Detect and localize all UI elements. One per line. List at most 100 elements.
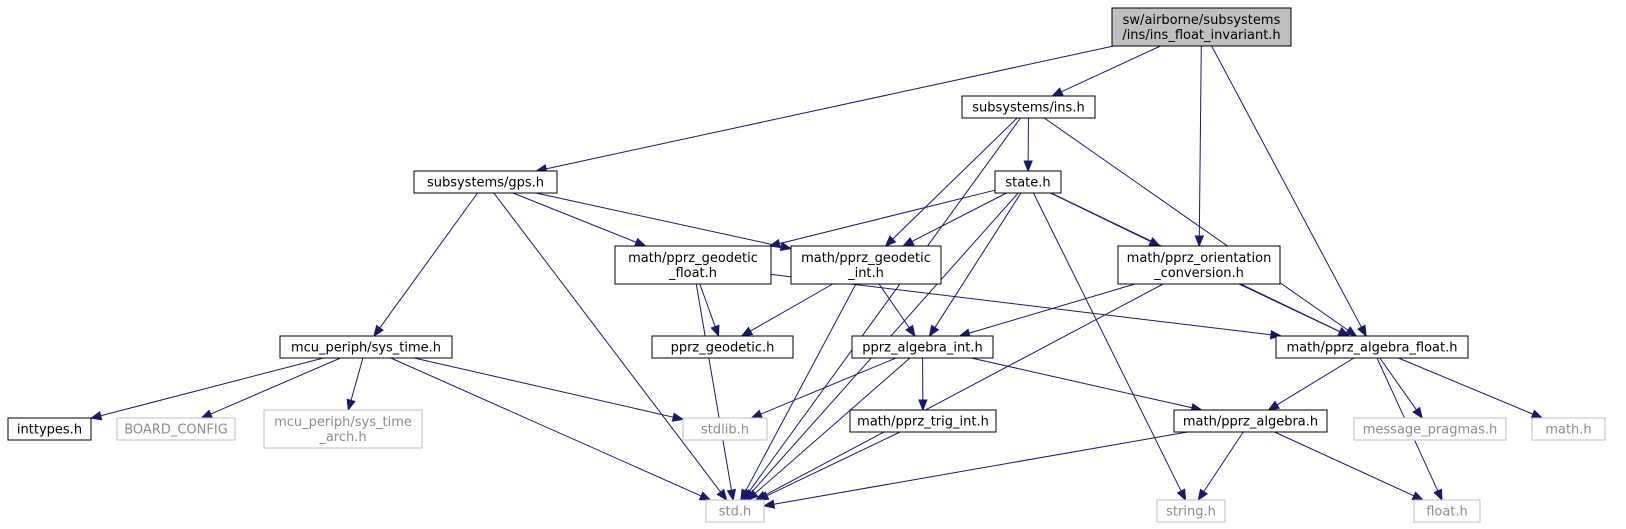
edge-sys-time-to-stdlib xyxy=(414,357,685,422)
node-orientation-conversion[interactable]: math/pprz_orientation_conversion.h xyxy=(1117,245,1281,285)
edge-algebra-int-to-stdlib xyxy=(750,357,897,419)
edge-root-to-subsystems-ins xyxy=(1051,45,1161,97)
edge-arrowhead xyxy=(373,324,384,338)
node-box xyxy=(413,170,558,194)
edge-line xyxy=(350,357,364,401)
edge-arrowhead xyxy=(1197,488,1209,502)
edge-line xyxy=(1274,431,1415,497)
edge-arrowhead xyxy=(633,237,647,247)
edge-line xyxy=(1211,45,1362,328)
node-geodetic-int[interactable]: math/pprz_geodetic_int.h xyxy=(790,245,942,285)
edge-arrowhead xyxy=(1267,400,1280,411)
edge-geodetic-float-to-std xyxy=(695,283,737,502)
edge-arrowhead xyxy=(710,324,720,338)
node-string: string.h xyxy=(1156,499,1226,523)
edge-arrowhead xyxy=(1411,491,1425,501)
edge-line xyxy=(773,431,1188,505)
node-box xyxy=(279,335,453,359)
node-subsystems-gps[interactable]: subsystems/gps.h xyxy=(413,170,558,194)
node-box xyxy=(614,245,772,285)
node-trig-int[interactable]: math/pprz_trig_int.h xyxy=(849,409,997,433)
edge-arrowhead xyxy=(671,412,685,422)
edge-arrowhead xyxy=(698,491,712,501)
node-label: _conversion.h xyxy=(1153,266,1244,281)
edge-line xyxy=(911,192,1007,242)
edge-line xyxy=(1043,117,1349,331)
node-label: math/pprz_algebra_float.h xyxy=(1287,341,1458,356)
node-box xyxy=(1156,499,1226,523)
edge-algebra-int-to-pprz-algebra xyxy=(971,357,1204,413)
edge-arrowhead xyxy=(901,236,915,247)
node-box xyxy=(790,245,942,285)
edge-arrowhead xyxy=(1530,409,1544,419)
node-box xyxy=(116,417,236,441)
node-label: state.h xyxy=(1005,176,1050,191)
edge-line xyxy=(934,192,1022,328)
edge-line xyxy=(695,283,732,491)
edge-line xyxy=(414,357,674,418)
edge-algebra-float-to-message-pragmas xyxy=(1379,357,1423,420)
node-root[interactable]: sw/airborne/subsystems/ins/ins_float_inv… xyxy=(1111,7,1292,47)
edge-arrowhead xyxy=(1433,488,1443,502)
edge-arrowhead xyxy=(346,398,356,412)
node-label: message_pragmas.h xyxy=(1363,423,1498,438)
node-label: math/pprz_geodetic xyxy=(628,251,758,266)
edge-arrowhead xyxy=(746,489,759,501)
node-label: _arch.h xyxy=(318,430,366,445)
node-inttypes[interactable]: inttypes.h xyxy=(7,417,92,441)
edge-geodetic-int-to-std xyxy=(740,283,857,502)
edge-sys-time-to-board-config xyxy=(200,357,341,419)
node-label: math/pprz_orientation xyxy=(1127,251,1272,266)
node-label: /ins/ins_float_invariant.h xyxy=(1122,28,1280,43)
node-state[interactable]: state.h xyxy=(994,170,1062,194)
edge-subsystems-gps-to-std xyxy=(493,192,728,502)
node-label: math/pprz_algebra.h xyxy=(1183,415,1318,430)
edge-arrowhead xyxy=(1051,87,1064,97)
node-box xyxy=(849,409,997,433)
edge-subsystems-gps-to-geodetic-int xyxy=(535,192,793,252)
edge-root-to-orientation-conversion xyxy=(1194,45,1205,248)
edge-line xyxy=(760,357,897,415)
edge-root-to-algebra-float xyxy=(1211,45,1367,338)
edge-arrowhead xyxy=(1357,324,1367,338)
edge-line xyxy=(1061,45,1161,93)
edge-geodetic-float-to-pprz-geodetic xyxy=(699,283,720,338)
node-pprz-geodetic[interactable]: pprz_geodetic.h xyxy=(651,335,794,359)
edge-geodetic-int-to-algebra-int xyxy=(878,283,916,338)
node-label: pprz_geodetic.h xyxy=(671,341,775,356)
node-pprz-algebra[interactable]: math/pprz_algebra.h xyxy=(1173,409,1328,433)
node-box xyxy=(682,417,768,441)
edge-line xyxy=(764,283,1164,496)
node-label: math/pprz_trig_int.h xyxy=(857,415,989,430)
node-sys-time[interactable]: mcu_periph/sys_time.h xyxy=(279,335,453,359)
edge-line xyxy=(748,117,1021,493)
edge-arrowhead xyxy=(740,326,754,337)
node-label: math.h xyxy=(1545,423,1591,438)
edge-line xyxy=(100,357,324,417)
edge-subsystems-ins-to-std xyxy=(742,117,1021,502)
node-label: pprz_algebra_int.h xyxy=(862,341,982,356)
node-subsystems-ins[interactable]: subsystems/ins.h xyxy=(961,95,1096,119)
edge-state-to-algebra-int xyxy=(928,192,1022,338)
edge-arrowhead xyxy=(1412,406,1423,420)
node-algebra-float[interactable]: math/pprz_algebra_float.h xyxy=(1275,335,1469,359)
node-label: float.h xyxy=(1426,505,1468,520)
node-geodetic-float[interactable]: math/pprz_geodetic_float.h xyxy=(614,245,772,285)
edge-line xyxy=(971,357,1193,409)
node-box xyxy=(1353,417,1507,441)
node-stdlib: stdlib.h xyxy=(682,417,768,441)
edge-subsystems-ins-to-state xyxy=(1023,117,1033,173)
edge-line xyxy=(969,283,1136,334)
edge-sys-time-to-sys-time-arch xyxy=(346,357,364,412)
edge-arrowhead xyxy=(1194,235,1205,248)
edge-arrowhead xyxy=(1344,326,1358,337)
edge-arrowhead xyxy=(716,488,728,502)
edge-trig-int-to-std xyxy=(756,431,901,501)
edge-line xyxy=(745,283,857,492)
node-box xyxy=(851,335,994,359)
node-algebra-int[interactable]: pprz_algebra_int.h xyxy=(851,335,994,359)
edge-state-to-geodetic-float xyxy=(768,189,996,249)
edge-orientation-conversion-to-algebra-float xyxy=(1238,283,1351,337)
node-box xyxy=(263,409,423,449)
